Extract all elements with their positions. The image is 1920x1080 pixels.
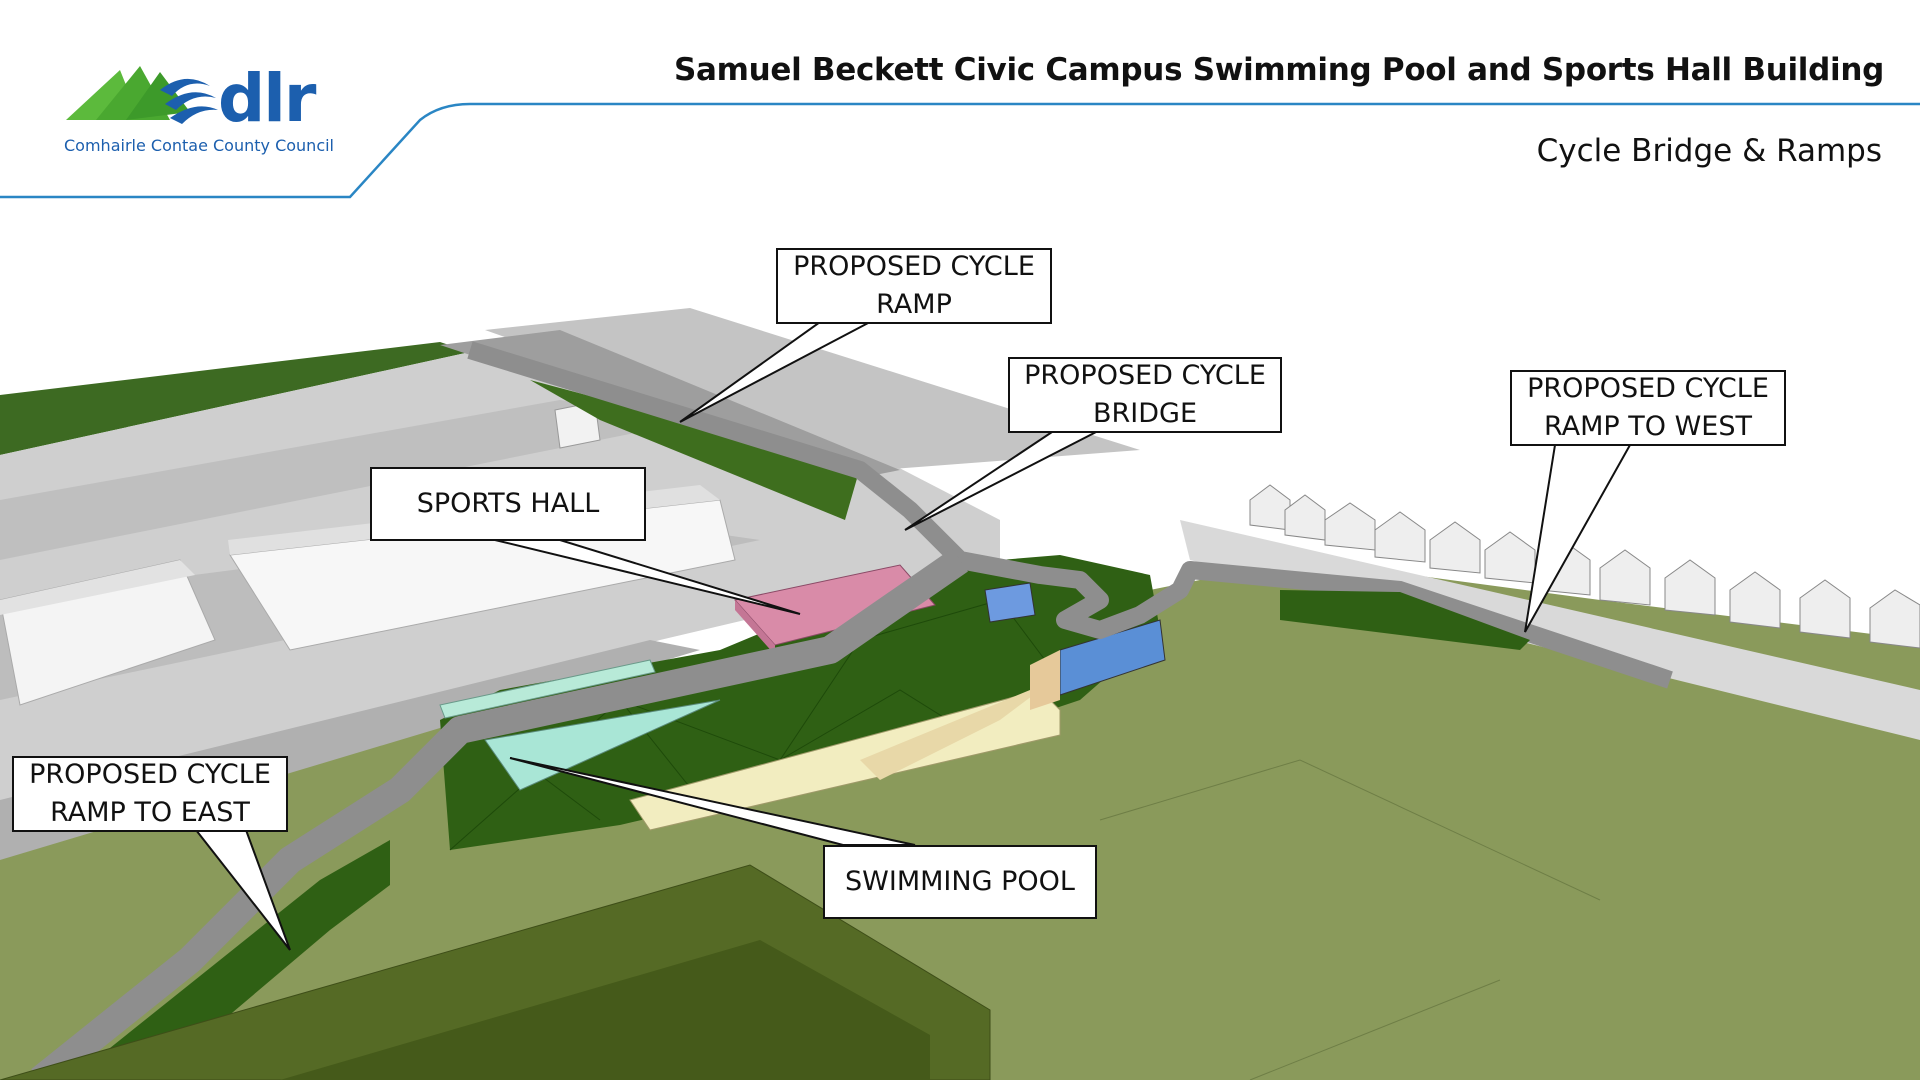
west-road: [1180, 520, 1920, 740]
callout-leaders: [193, 321, 1632, 951]
callout-ramp-west: PROPOSED CYCLE RAMP TO WEST: [1510, 370, 1786, 446]
ramp-east-wall: [70, 840, 390, 1080]
header-rule: [0, 102, 1920, 199]
sports-pitch-inner: [280, 940, 930, 1080]
logo-wordmark: dlr: [218, 60, 316, 137]
callout-cycle-ramp: PROPOSED CYCLE RAMP: [776, 248, 1052, 324]
pool-building-side: [860, 690, 1040, 780]
railway-grass: [530, 380, 860, 520]
dlr-logo-icon: [66, 66, 218, 124]
bridge-block: [984, 582, 1036, 623]
upper-slab: [485, 308, 1140, 470]
callout-ramp-east: PROPOSED CYCLE RAMP TO EAST: [12, 756, 288, 832]
header-subtitle: Cycle Bridge & Ramps: [1536, 133, 1882, 169]
cycle-ramp-east: [31, 548, 968, 1080]
pool-glass-strip: [439, 659, 656, 719]
sports-hall-roof: [734, 564, 936, 646]
house-row: [1249, 484, 1920, 649]
logo-tagline: Comhairle Contae County Council: [64, 136, 334, 155]
pitch-lines: [1099, 759, 1601, 1080]
pool-entrance: [1030, 650, 1060, 710]
landscaped-mound: [440, 555, 1160, 850]
callout-cycle-bridge: PROPOSED CYCLE BRIDGE: [1008, 357, 1282, 433]
callout-sports-hall: SPORTS HALL: [370, 467, 646, 541]
cycle-ramp-path: [467, 341, 1673, 689]
sports-hall-side: [735, 600, 775, 655]
ramp-west-wall: [1280, 590, 1530, 650]
road-lane: [0, 400, 700, 560]
header-title: Samuel Beckett Civic Campus Swimming Poo…: [673, 52, 1884, 88]
callout-swimming-pool: SWIMMING POOL: [823, 845, 1097, 919]
grass-strip-top-left: [0, 342, 470, 455]
